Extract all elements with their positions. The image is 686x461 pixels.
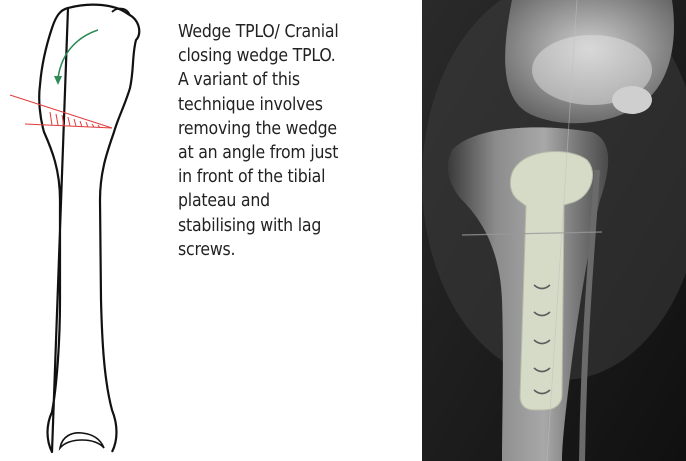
xray-image [422, 0, 686, 461]
caption-line: technique involves [178, 93, 408, 117]
caption-line: Wedge TPLO/ Cranial [178, 20, 408, 44]
caption-line: A variant of this [178, 68, 408, 92]
caption-line: closing wedge TPLO. [178, 44, 408, 68]
tibia-diagram [0, 0, 175, 461]
caption-line: in front of the tibial [178, 165, 408, 189]
caption-line: plateau and [178, 189, 408, 213]
caption-line: screws. [178, 238, 408, 262]
tibia-outline [39, 5, 139, 452]
patella [612, 86, 652, 114]
distal-condyle-outline [60, 433, 104, 448]
caption-text: Wedge TPLO/ Cranial closing wedge TPLO. … [178, 20, 408, 262]
caption-line: removing the wedge [178, 117, 408, 141]
caption-line: at an angle from just [178, 141, 408, 165]
caption-line: stabilising with lag [178, 214, 408, 238]
